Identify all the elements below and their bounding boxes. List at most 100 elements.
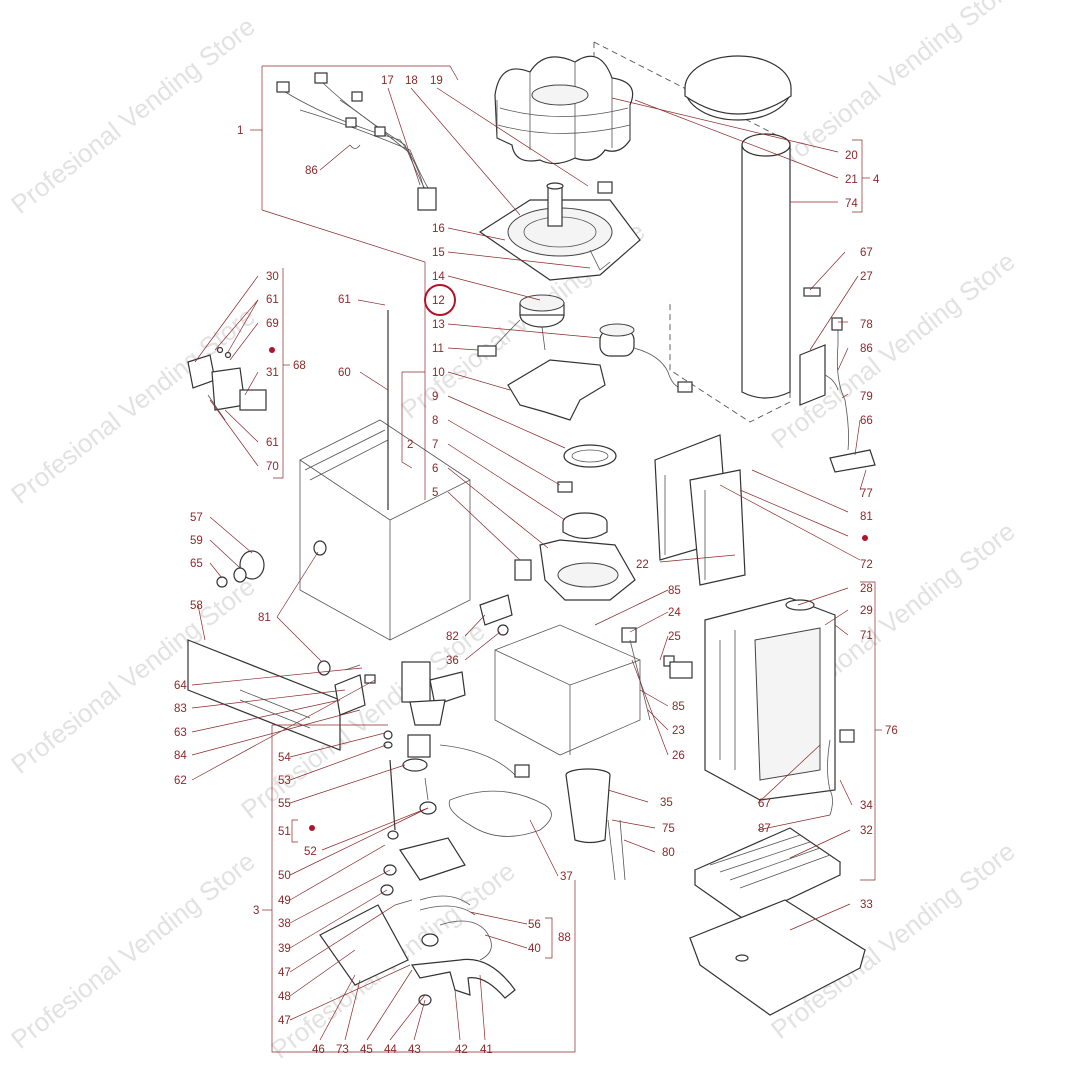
callout-29: 29 (860, 605, 873, 617)
callout-26: 26 (672, 750, 685, 762)
callout-7: 7 (432, 439, 438, 451)
watermark: Profesional Vending Store (765, 0, 1020, 180)
callout-80: 80 (662, 847, 675, 859)
callout-65: 65 (190, 558, 203, 570)
callout-69: 69 (266, 318, 279, 330)
callout-70: 70 (266, 461, 279, 473)
callout-60: 60 (338, 367, 351, 379)
callout-34: 34 (860, 800, 873, 812)
callout-31: 31 (266, 367, 279, 379)
callout-61: 61 (266, 437, 279, 449)
callout-16: 16 (432, 223, 445, 235)
marker-dot (269, 347, 275, 353)
callout-81: 81 (860, 511, 873, 523)
callout-8: 8 (432, 415, 438, 427)
watermark: Profesional Vending Store (765, 246, 1020, 455)
callout-45: 45 (360, 1044, 373, 1056)
marker-dot (862, 535, 868, 541)
callout-47: 47 (278, 1015, 291, 1027)
callout-3: 3 (253, 905, 259, 917)
callout-6: 6 (432, 463, 438, 475)
callout-50: 50 (278, 870, 291, 882)
motor-assembly (477, 294, 565, 357)
callout-66: 66 (860, 415, 873, 427)
callout-88: 88 (558, 932, 571, 944)
callout-18: 18 (405, 75, 418, 87)
callout-83: 83 (174, 703, 187, 715)
callout-32: 32 (860, 825, 873, 837)
callout-81: 81 (258, 612, 271, 624)
callout-40: 40 (528, 943, 541, 955)
callout-67: 67 (758, 798, 771, 810)
callout-78: 78 (860, 319, 873, 331)
callout-61: 61 (266, 294, 279, 306)
callout-57: 57 (190, 512, 203, 524)
brewer-motor-unit (401, 661, 530, 815)
callout-25: 25 (668, 631, 681, 643)
callout-73: 73 (336, 1044, 349, 1056)
callout-77: 77 (860, 488, 873, 500)
callout-56: 56 (528, 919, 541, 931)
callout-49: 49 (278, 895, 291, 907)
callout-13: 13 (432, 319, 445, 331)
tube-lid (684, 55, 792, 121)
drip-tray (688, 899, 867, 1016)
chassis-frame (299, 419, 471, 641)
leader-lines (191, 65, 882, 1053)
callout-28: 28 (860, 583, 873, 595)
callout-47: 47 (278, 967, 291, 979)
parts-drawing (187, 41, 876, 1016)
sensor (514, 559, 532, 581)
callout-55: 55 (278, 798, 291, 810)
callout-76: 76 (885, 725, 898, 737)
turntable-plate (478, 182, 641, 281)
callout-5: 5 (432, 487, 438, 499)
callout-52: 52 (304, 846, 317, 858)
callout-1: 1 (237, 125, 243, 137)
cup-stack-assembly (494, 55, 634, 165)
marker-dot (309, 825, 315, 831)
coin-box (494, 624, 641, 756)
callout-51: 51 (278, 826, 291, 838)
callout-38: 38 (278, 918, 291, 930)
callout-63: 63 (174, 727, 187, 739)
bushing (317, 660, 331, 676)
tall-tube (741, 133, 791, 399)
callout-21: 21 (845, 174, 858, 186)
brewing-chamber (704, 597, 836, 801)
callout-19: 19 (430, 75, 443, 87)
callout-79: 79 (860, 391, 873, 403)
callout-48: 48 (278, 991, 291, 1003)
belt (448, 790, 552, 837)
callout-35: 35 (660, 797, 673, 809)
valve-parts (621, 627, 693, 721)
ring-stack (557, 444, 617, 540)
callout-87: 87 (758, 823, 771, 835)
door-lock-assembly (187, 346, 267, 421)
callout-82: 82 (446, 631, 459, 643)
highlight-circle (424, 284, 456, 316)
callout-71: 71 (860, 630, 873, 642)
watermark: Profesional Vending Store (5, 11, 260, 220)
callout-9: 9 (432, 391, 438, 403)
bushing (313, 540, 327, 556)
callout-68: 68 (293, 360, 306, 372)
callout-86: 86 (860, 343, 873, 355)
callout-84: 84 (174, 750, 187, 762)
flap (479, 594, 513, 626)
callout-59: 59 (190, 535, 203, 547)
callout-41: 41 (480, 1044, 493, 1056)
gear-motor (599, 323, 693, 393)
callout-24: 24 (668, 607, 681, 619)
callout-22: 22 (636, 559, 649, 571)
callout-23: 23 (672, 725, 685, 737)
callout-37: 37 (560, 871, 573, 883)
callout-85: 85 (668, 585, 681, 597)
hose (827, 739, 833, 816)
callout-74: 74 (845, 198, 858, 210)
callout-72: 72 (860, 559, 873, 571)
callout-42: 42 (455, 1044, 468, 1056)
callout-2: 2 (407, 439, 413, 451)
callout-54: 54 (278, 752, 291, 764)
